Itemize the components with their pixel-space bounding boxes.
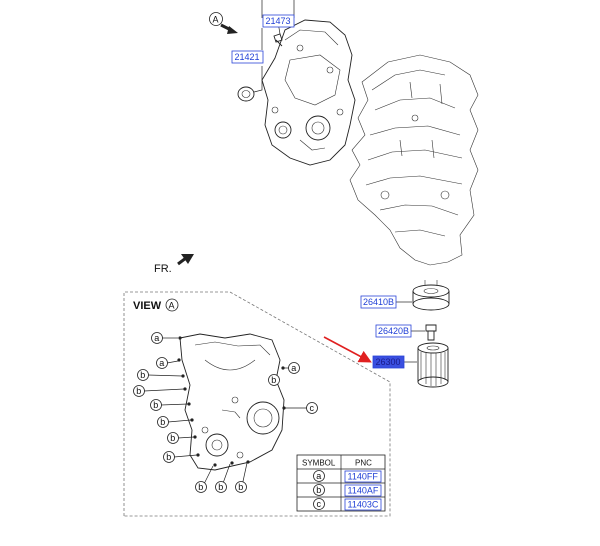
callout-b-1: b xyxy=(137,369,149,381)
svg-text:26410B: 26410B xyxy=(363,297,394,307)
svg-text:b: b xyxy=(153,400,158,410)
svg-text:b: b xyxy=(271,375,276,385)
bolt-26420b-drawing xyxy=(425,324,437,341)
pnc-26420b[interactable]: 26420B xyxy=(375,324,412,338)
callout-a-3: a xyxy=(288,362,300,374)
callout-a-2: a xyxy=(156,357,168,369)
callout-a-1: a xyxy=(151,332,163,344)
timing-chain-cover-drawing xyxy=(261,19,356,166)
svg-text:b: b xyxy=(170,433,175,443)
front-direction-indicator: FR. xyxy=(154,254,194,275)
callout-b-10: b xyxy=(268,374,280,386)
pnc-1140af[interactable]: 1140AF xyxy=(344,484,382,497)
engine-block-drawing xyxy=(349,54,479,266)
view-a-marker: A xyxy=(209,12,238,34)
symbol-pnc-table: SYMBOL PNC a b c xyxy=(296,454,386,512)
view-a-title: VIEW A xyxy=(133,298,179,312)
red-pointer-arrow xyxy=(323,336,372,363)
callout-b-9: b xyxy=(235,481,247,493)
pnc-11403c[interactable]: 11403C xyxy=(344,498,382,511)
svg-text:A: A xyxy=(169,301,175,311)
svg-text:1140AF: 1140AF xyxy=(348,486,379,496)
svg-text:b: b xyxy=(166,452,171,462)
svg-text:c: c xyxy=(310,403,315,413)
callout-b-4: b xyxy=(157,416,169,428)
svg-text:26420B: 26420B xyxy=(378,326,409,336)
svg-text:b: b xyxy=(316,485,321,495)
callout-b-6: b xyxy=(163,451,175,463)
svg-text:a: a xyxy=(159,358,164,368)
oil-cooler-26410b-drawing xyxy=(412,280,450,311)
view-a-panel-border xyxy=(123,291,391,517)
oil-seal-21421-drawing xyxy=(237,86,255,102)
front-cover-view-drawing xyxy=(179,333,285,471)
svg-text:1140FF: 1140FF xyxy=(348,472,379,482)
callout-leaders xyxy=(143,337,307,487)
svg-text:b: b xyxy=(136,386,141,396)
callout-b-3: b xyxy=(150,399,162,411)
callout-b-5: b xyxy=(167,432,179,444)
callout-b-2: b xyxy=(133,385,145,397)
svg-text:26300: 26300 xyxy=(376,357,401,367)
svg-text:b: b xyxy=(198,482,203,492)
svg-text:11403C: 11403C xyxy=(348,500,379,510)
svg-text:VIEW: VIEW xyxy=(133,300,162,312)
svg-text:a: a xyxy=(316,471,321,481)
pnc-1140ff[interactable]: 1140FF xyxy=(344,470,382,483)
pnc-21473[interactable]: 21473 xyxy=(262,14,295,28)
svg-text:21473: 21473 xyxy=(266,16,291,26)
table-header-pnc: PNC xyxy=(355,459,372,468)
bolt-locations xyxy=(177,336,286,467)
callout-c-1: c xyxy=(306,402,318,414)
pnc-21421[interactable]: 21421 xyxy=(231,50,264,64)
pnc-26300-highlighted[interactable]: 26300 xyxy=(372,355,405,369)
svg-text:b: b xyxy=(218,482,223,492)
oil-filter-26300-drawing xyxy=(417,342,449,388)
svg-text:FR.: FR. xyxy=(154,263,172,275)
bolt-21473-drawing xyxy=(273,33,283,47)
callout-b-8: b xyxy=(215,481,227,493)
table-header-symbol: SYMBOL xyxy=(302,459,336,468)
pnc-26410b[interactable]: 26410B xyxy=(360,295,397,309)
svg-text:b: b xyxy=(140,370,145,380)
svg-text:b: b xyxy=(238,482,243,492)
svg-text:c: c xyxy=(317,499,322,509)
svg-text:a: a xyxy=(154,333,159,343)
svg-text:b: b xyxy=(160,417,165,427)
svg-text:A: A xyxy=(213,15,219,25)
svg-text:21421: 21421 xyxy=(235,52,260,62)
svg-text:a: a xyxy=(291,363,296,373)
callout-b-7: b xyxy=(195,481,207,493)
